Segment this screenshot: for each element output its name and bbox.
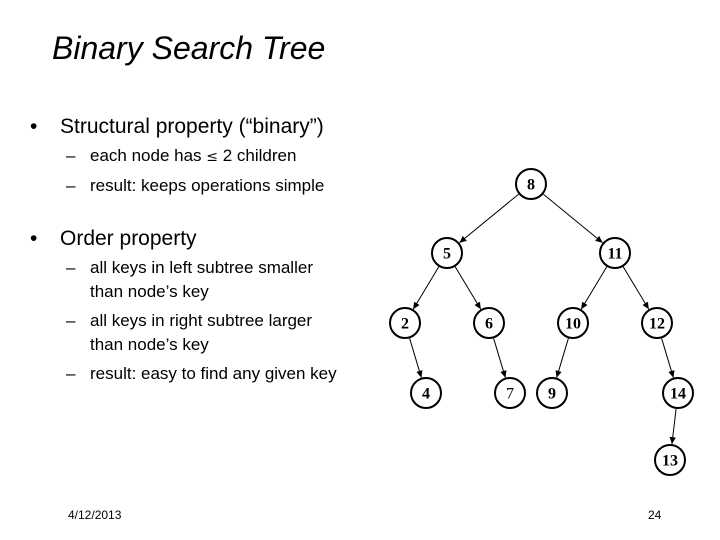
tree-node-6: 6 <box>473 307 505 339</box>
tree-node-circle <box>662 377 694 409</box>
tree-node-circle <box>599 237 631 269</box>
sub-marker: – <box>66 146 76 165</box>
tree-node-label: 14 <box>670 386 686 403</box>
tree-node-circle <box>515 168 547 200</box>
slide-title: Binary Search Tree <box>52 30 326 66</box>
sub-text: all keys in right subtree larger than no… <box>90 311 313 354</box>
tree-node-circle <box>389 307 421 339</box>
tree-node-label: 5 <box>443 246 451 263</box>
sub-item-simple-operations: – result: keeps operations simple <box>30 174 390 198</box>
tree-node-9: 9 <box>536 377 568 409</box>
tree-edge-n11-n10 <box>580 266 608 310</box>
tree-node-7: 7 <box>494 377 526 409</box>
bullet-text: Order property <box>60 227 197 250</box>
tree-edge-n6-n7 <box>493 338 507 378</box>
tree-node-label: 10 <box>565 316 581 333</box>
sub-item-children-limit: – each node has ≤ 2 children <box>30 144 390 169</box>
sub-text: all keys in left subtree smaller than no… <box>90 258 313 301</box>
bullet-list: • Structural property (“binary”) – each … <box>30 114 390 391</box>
tree-edge-n8-n11 <box>543 193 603 244</box>
tree-node-circle <box>410 377 442 409</box>
tree-node-2: 2 <box>389 307 421 339</box>
tree-node-circle <box>557 307 589 339</box>
tree-node-label: 12 <box>649 316 665 333</box>
tree-edge-n5-n6 <box>454 266 482 310</box>
bullet-structural-property: • Structural property (“binary”) – each … <box>30 114 390 198</box>
sub-marker: – <box>66 364 76 383</box>
tree-node-circle <box>431 237 463 269</box>
sub-text: result: easy to find any given key <box>90 364 337 383</box>
tree-node-14: 14 <box>662 377 694 409</box>
tree-node-circle <box>494 377 526 409</box>
tree-node-label: 2 <box>401 316 409 333</box>
sub-marker: – <box>66 176 76 195</box>
tree-node-label: 9 <box>548 386 556 403</box>
footer-date: 4/12/2013 <box>68 508 122 522</box>
tree-edge-n14-n13 <box>669 408 677 445</box>
tree-node-circle <box>641 307 673 339</box>
tree-edge-n8-n5 <box>459 193 519 244</box>
tree-edge-n5-n2 <box>412 266 440 310</box>
sub-text-after: 2 children <box>218 146 297 165</box>
tree-node-label: 6 <box>485 316 493 333</box>
tree-node-4: 4 <box>410 377 442 409</box>
bullet-row: • Structural property (“binary”) <box>30 114 390 140</box>
footer-page-number: 24 <box>648 508 662 522</box>
tree-edge-n2-n4 <box>409 338 423 378</box>
sub-text: result: keeps operations simple <box>90 176 325 195</box>
tree-nodes: 8 5 11 2 6 10 12 4 7 9 14 13 <box>389 168 694 476</box>
tree-node-circle <box>654 444 686 476</box>
sub-text-before: each node has <box>90 146 207 165</box>
tree-node-circle <box>536 377 568 409</box>
sub-item-left-smaller: – all keys in left subtree smaller than … <box>30 256 390 304</box>
tree-node-label: 4 <box>422 386 430 403</box>
bullet-order-property: • Order property – all keys in left subt… <box>30 226 390 386</box>
tree-node-8: 8 <box>515 168 547 200</box>
tree-node-11: 11 <box>599 237 631 269</box>
bullet-marker: • <box>30 115 38 138</box>
tree-edges <box>409 193 677 445</box>
tree-edge-n12-n14 <box>661 338 675 378</box>
sub-item-right-larger: – all keys in right subtree larger than … <box>30 309 390 357</box>
tree-node-12: 12 <box>641 307 673 339</box>
tree-node-circle <box>473 307 505 339</box>
tree-node-5: 5 <box>431 237 463 269</box>
sub-marker: – <box>66 311 76 330</box>
sub-list: – all keys in left subtree smaller than … <box>30 256 390 386</box>
tree-node-label: 13 <box>662 453 678 470</box>
tree-edge-n10-n9 <box>555 338 569 378</box>
tree-edge-n11-n12 <box>622 266 650 310</box>
less-or-equal-symbol: ≤ <box>206 149 218 165</box>
tree-node-label: 8 <box>527 177 535 194</box>
tree-node-label: 11 <box>607 246 622 263</box>
sub-text: each node has ≤ 2 children <box>90 144 390 169</box>
sub-item-easy-find: – result: easy to find any given key <box>30 362 390 386</box>
tree-node-10: 10 <box>557 307 589 339</box>
sub-list: – each node has ≤ 2 children – result: k… <box>30 144 390 198</box>
sub-marker: – <box>66 258 76 277</box>
bullet-text: Structural property (“binary”) <box>60 115 324 138</box>
tree-node-label: 7 <box>506 386 514 403</box>
tree-node-13: 13 <box>654 444 686 476</box>
bullet-row: • Order property <box>30 226 390 252</box>
bullet-marker: • <box>30 227 38 250</box>
